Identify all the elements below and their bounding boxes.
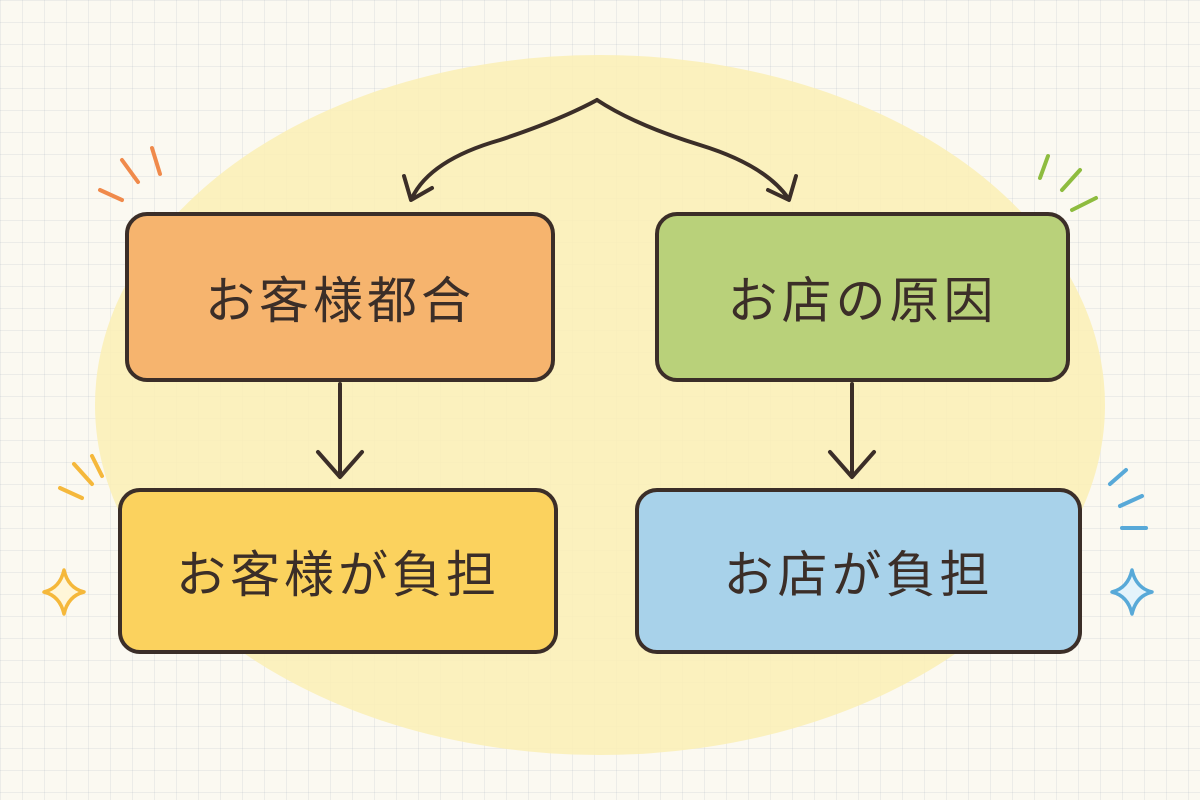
node-customer-reason: お客様都合	[125, 212, 555, 382]
yellow-sparkle-lines	[58, 454, 104, 500]
yellow-star-icon	[42, 568, 86, 616]
node-store-burden-label: お店が負担	[723, 546, 994, 604]
split-arrow-right	[595, 98, 790, 200]
down-arrow-right-head	[828, 450, 876, 479]
node-store-reason-label: お店の原因	[727, 272, 998, 330]
node-customer-burden-label: お客様が負担	[176, 546, 500, 604]
down-arrow-left-head	[316, 450, 364, 479]
blue-sparkle-lines	[1108, 468, 1148, 530]
node-store-reason: お店の原因	[655, 212, 1070, 382]
node-store-burden: お店が負担	[635, 488, 1082, 654]
green-sparkle-lines	[1038, 154, 1098, 212]
split-arrow-left	[410, 98, 599, 200]
blue-star-icon	[1110, 568, 1154, 616]
node-customer-reason-label: お客様都合	[205, 272, 475, 330]
node-customer-burden: お客様が負担	[118, 488, 558, 654]
orange-sparkle-lines	[98, 146, 162, 202]
split-arrow-right-head	[766, 174, 798, 202]
split-arrow-left-head	[402, 174, 434, 202]
